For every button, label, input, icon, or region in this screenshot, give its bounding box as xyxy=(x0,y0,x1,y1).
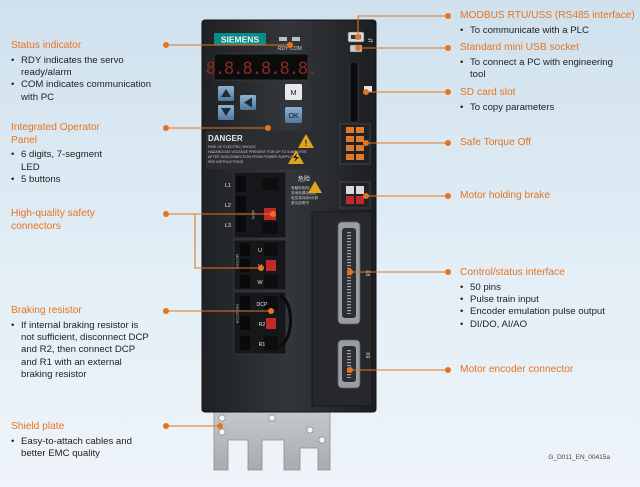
left-arrow-icon xyxy=(244,97,252,108)
callout-item: To copy parameters xyxy=(460,102,630,115)
figure-id: G_D011_EN_00415a xyxy=(548,454,610,461)
callout-title: Integrated Operator Panel xyxy=(11,122,100,146)
group-label: MOTOR xyxy=(235,254,239,268)
callout-control-interface: Control/status interface 50 pins Pulse t… xyxy=(460,267,636,332)
motor-terminal-block: U V W MOTOR xyxy=(233,239,287,291)
callout-title: Braking resistor xyxy=(11,305,82,316)
m-key-label: M xyxy=(290,88,296,97)
red-release-tab[interactable] xyxy=(266,260,276,271)
red-release-tab[interactable] xyxy=(266,318,276,329)
danger-cn-line: 电压将持续5分钟 xyxy=(291,195,319,200)
callout-item: 50 pins xyxy=(460,282,636,295)
group-label: RESISTOR xyxy=(235,304,239,324)
callout-sd-card: SD card slot To copy parameters xyxy=(460,87,630,114)
callout-title: Motor holding brake xyxy=(460,190,551,201)
callout-item: Pulse train input xyxy=(460,294,636,307)
danger-label: DANGER RISK OF ELECTRIC SHOCK! HAZARDOUS… xyxy=(206,131,318,169)
m-key[interactable] xyxy=(285,84,302,100)
operator-keys: M OK xyxy=(218,84,302,123)
callout-title: Standard mini USB socket xyxy=(460,42,579,53)
sd-card-icon xyxy=(364,86,372,92)
callout-holding-brake: Motor holding brake xyxy=(460,190,630,205)
callout-item: 5 buttons xyxy=(11,174,123,187)
port-label: X8 xyxy=(364,270,370,276)
callout-modbus: MODBUS RTU/USS (RS485 interface) To comm… xyxy=(460,10,636,37)
callout-item: Easy-to-attach cables and better EMC qua… xyxy=(11,436,151,461)
callout-braking-resistor: Braking resistor If internal braking res… xyxy=(11,305,151,382)
callout-title: SD card slot xyxy=(460,87,516,98)
callout-operator-panel: Integrated Operator Panel 6 digits, 7-se… xyxy=(11,122,123,187)
callout-title: Control/status interface xyxy=(460,267,565,278)
sd-card-slot xyxy=(349,61,372,123)
rdy-label: RDY xyxy=(278,46,289,52)
power-terminal-block: L1 L2 L3 MAIN xyxy=(225,171,287,239)
callout-item: To connect a PC with engineering tool xyxy=(460,57,630,82)
danger-title: DANGER xyxy=(208,134,243,143)
danger-cn-line: 有触电危险! xyxy=(291,185,310,190)
ok-key-label: OK xyxy=(288,113,298,120)
callout-title: High-quality safety connectors xyxy=(11,208,95,232)
danger-text-line: RISK OF ELECTRIC SHOCK! xyxy=(208,145,256,149)
callout-item: If internal braking resistor is not suff… xyxy=(11,320,151,382)
callout-title: Status indicator xyxy=(11,40,82,51)
callout-item: To communicate with a PLC xyxy=(460,25,636,38)
warning-triangle-icon xyxy=(298,134,314,148)
group-label: MAIN xyxy=(251,210,255,220)
port-label: X9 xyxy=(364,352,370,358)
callout-safe-torque-off: Safe Torque Off xyxy=(460,137,630,152)
brand-logo: SIEMENS xyxy=(221,35,260,45)
callout-encoder-connector: Motor encoder connector xyxy=(460,364,630,379)
status-leds: RDY COM xyxy=(278,37,302,52)
com-label: COM xyxy=(290,46,302,52)
resistor-terminal-block: DCP R2 R1 RESISTOR xyxy=(233,291,292,355)
danger-text-line: AFTER DISCONNECTION FROM POWER SUPPLY xyxy=(208,155,293,159)
danger-cn-line: 参见说明书 xyxy=(291,200,309,205)
callout-title: MODBUS RTU/USS (RS485 interface) xyxy=(460,10,635,21)
callout-title: Shield plate xyxy=(11,421,65,432)
terminal-label: R2 xyxy=(259,322,266,328)
usb-icon: ⇆ xyxy=(368,37,373,44)
danger-cn-line: 关闭电源后危险 xyxy=(291,190,317,195)
callout-safety-connectors: High-quality safety connectors xyxy=(11,208,121,235)
leader-lines xyxy=(166,15,448,427)
callout-shield-plate: Shield plate Easy-to-attach cables and b… xyxy=(11,421,151,460)
terminal-label: R1 xyxy=(259,342,266,348)
danger-cn-title: 危险 xyxy=(298,175,310,183)
callout-item: DI/DO, AI/AO xyxy=(460,319,636,332)
dcp-r2-jumper xyxy=(279,294,292,348)
callout-item: 6 digits, 7-segment LED xyxy=(11,149,123,174)
up-arrow-icon xyxy=(221,89,231,97)
encoder-connector: X9 xyxy=(337,339,370,389)
terminal-label: L1 xyxy=(225,183,231,189)
callout-item: RDY indicates the servo ready/alarm xyxy=(11,55,159,80)
callout-title: Motor encoder connector xyxy=(460,364,574,375)
callout-title: Safe Torque Off xyxy=(460,137,531,148)
danger-text-line: SEE INSTRUCTIONS xyxy=(208,160,244,164)
callout-item: Encoder emulation pulse output xyxy=(460,306,636,319)
ok-key[interactable] xyxy=(285,107,302,123)
callout-usb: Standard mini USB socket To connect a PC… xyxy=(460,42,630,81)
callout-item: COM indicates communication with PC xyxy=(11,79,159,104)
svg-text:!: ! xyxy=(305,139,308,148)
terminal-label: L3 xyxy=(225,223,231,229)
terminal-label: U xyxy=(258,248,262,254)
danger-text-line: HAZARDOUS VOLTAGE PRESENT FOR UP TO 5 MI… xyxy=(208,150,307,154)
callout-status-indicator: Status indicator RDY indicates the servo… xyxy=(11,40,159,104)
danger-label-cn: 危险 有触电危险! 关闭电源后危险 电压将持续5分钟 参见说明书 xyxy=(291,175,322,205)
led-display: 8.8.8.8.8.8. xyxy=(206,53,317,81)
safe-torque-off-connector xyxy=(339,123,371,165)
terminal-label: L2 xyxy=(225,203,231,209)
down-arrow-icon xyxy=(221,108,231,116)
led-digits: 8.8.8.8.8.8. xyxy=(206,59,317,79)
brand-badge xyxy=(214,33,266,45)
terminal-label: W xyxy=(257,280,263,286)
terminal-label: DCP xyxy=(257,302,268,308)
leader-dots xyxy=(163,13,451,429)
